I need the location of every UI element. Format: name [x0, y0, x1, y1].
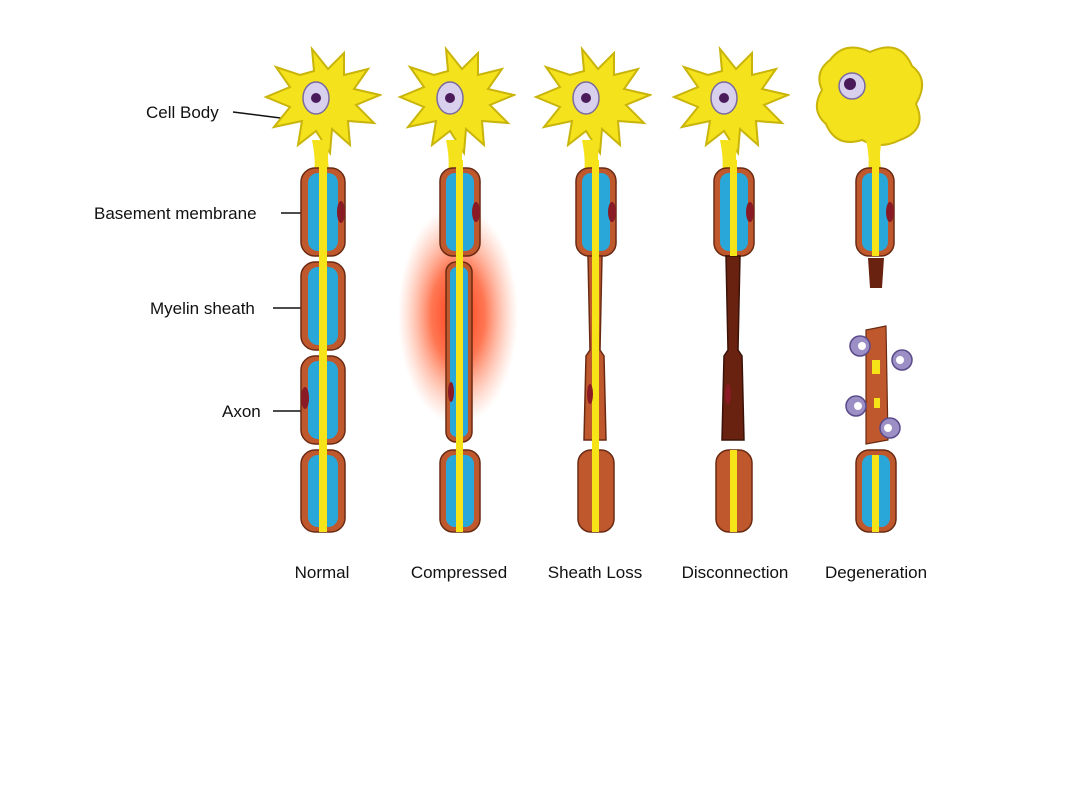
- label-group: Cell Body Basement membrane Myelin sheat…: [94, 103, 321, 421]
- cell-body: [674, 49, 788, 172]
- axon-distal: [730, 450, 737, 532]
- stage-label-disconnection: Disconnection: [682, 563, 789, 582]
- stage-label-degeneration: Degeneration: [825, 563, 927, 582]
- axon-label: Axon: [222, 402, 261, 421]
- schwann-nucleus: [337, 201, 345, 223]
- schwann-nucleus: [746, 202, 754, 222]
- macrophage: [892, 350, 912, 370]
- schwann-nucleus: [608, 202, 616, 222]
- schwann-nucleus: [301, 387, 309, 409]
- myelinated-axon: [714, 160, 754, 532]
- nucleolus: [445, 93, 455, 103]
- neuron-disconnection: Disconnection: [674, 49, 788, 582]
- macrophage: [880, 418, 900, 438]
- schwann-nucleus: [725, 384, 731, 404]
- myelinated-axon: [301, 160, 345, 532]
- macrophage: [846, 396, 866, 416]
- axon: [319, 160, 327, 532]
- stage-label-compressed: Compressed: [411, 563, 507, 582]
- cell-body: [400, 49, 514, 172]
- axon: [872, 160, 879, 256]
- cell-body-label: Cell Body: [146, 103, 219, 122]
- nucleolus: [844, 78, 856, 90]
- schwann-nucleus: [472, 202, 480, 222]
- schwann-nucleus: [886, 202, 894, 222]
- cell-body: [817, 47, 922, 172]
- axon: [730, 160, 737, 256]
- axon: [592, 160, 599, 532]
- neuron-compressed: Compressed: [398, 49, 518, 582]
- stage-label-normal: Normal: [295, 563, 350, 582]
- stage-label-sheath-loss: Sheath Loss: [548, 563, 643, 582]
- cell-body: [536, 49, 650, 172]
- nucleolus: [311, 93, 321, 103]
- myelin-sheath-label: Myelin sheath: [150, 299, 255, 318]
- basement-membrane-label: Basement membrane: [94, 204, 257, 223]
- macrophage: [850, 336, 870, 356]
- myelinated-axon: [576, 160, 616, 532]
- axon: [456, 160, 463, 532]
- disconnected-segment: [722, 256, 744, 440]
- neuron-degeneration: Degeneration: [817, 47, 927, 582]
- schwann-nucleus: [448, 382, 454, 402]
- schwann-nucleus: [587, 384, 593, 404]
- nucleolus: [581, 93, 591, 103]
- cell-body: [266, 49, 380, 172]
- nucleolus: [719, 93, 729, 103]
- neuron-normal: Normal: [266, 49, 380, 582]
- neuron-sheath-loss: Sheath Loss: [536, 49, 650, 582]
